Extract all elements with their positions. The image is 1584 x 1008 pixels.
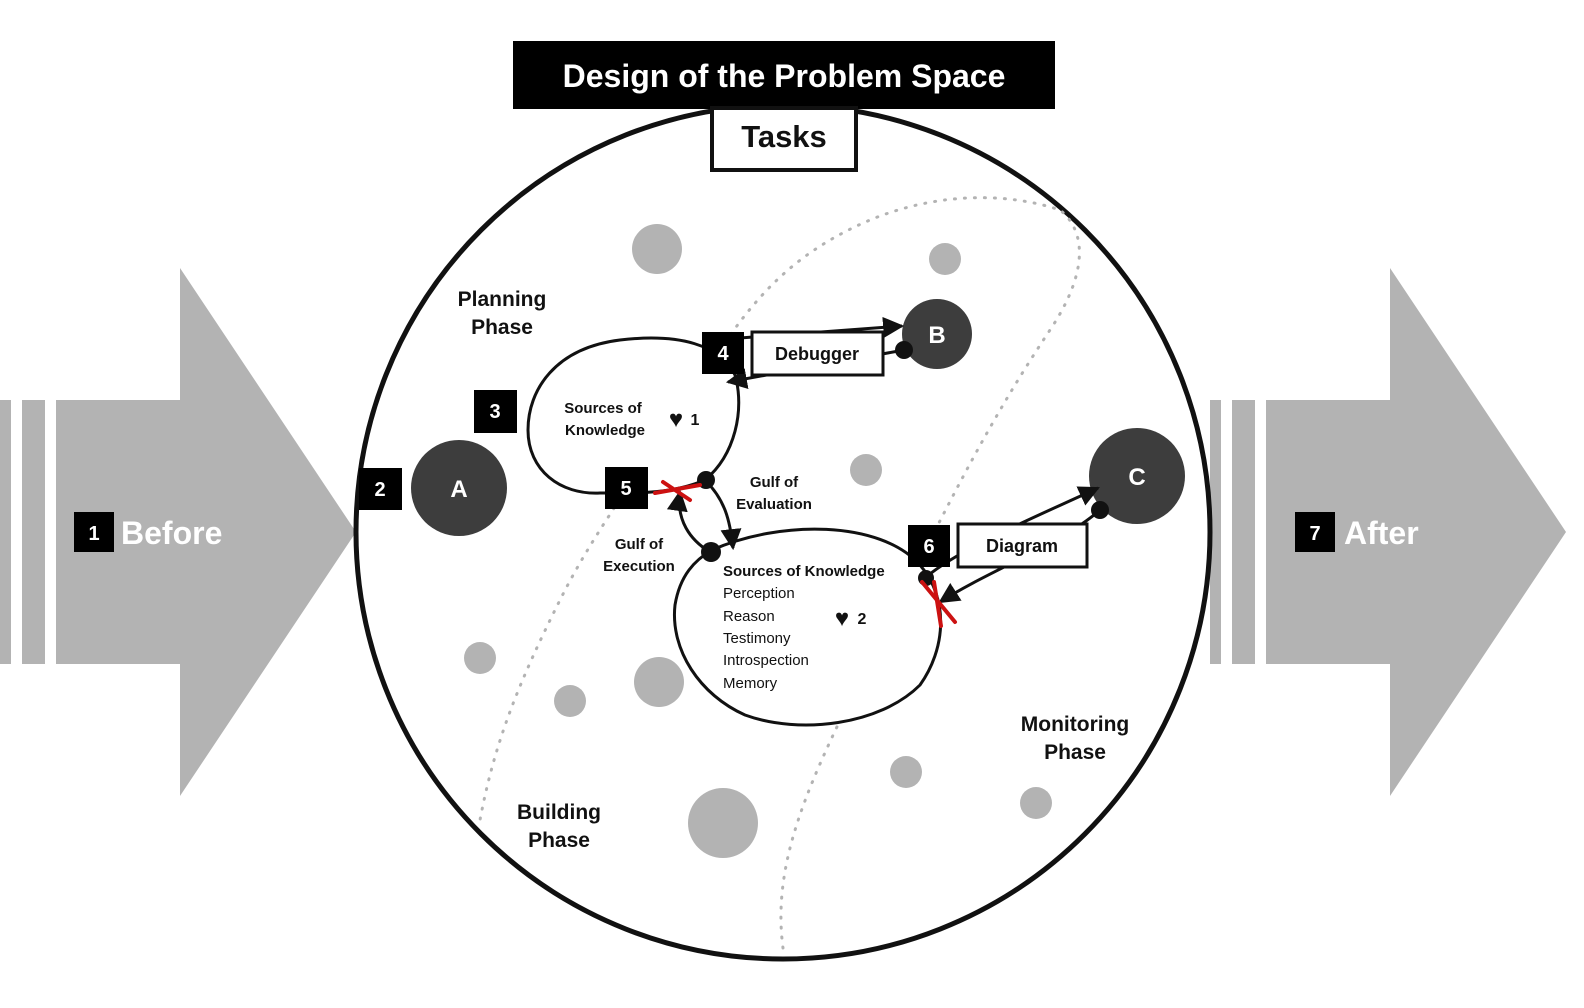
badge-4 bbox=[702, 332, 744, 374]
gulf-evaluation-line2: Evaluation bbox=[736, 496, 812, 513]
node-a-label: A bbox=[450, 476, 467, 503]
monitoring-phase-line1: Monitoring bbox=[1021, 713, 1129, 736]
title-banner bbox=[513, 41, 1055, 109]
node-a bbox=[411, 440, 507, 536]
before-label: Before bbox=[121, 515, 222, 551]
after-arrow bbox=[1210, 268, 1566, 796]
knowledge2-title: Sources of Knowledge bbox=[723, 563, 885, 580]
debugger-label: Debugger bbox=[775, 344, 859, 364]
knowledge-blob-2 bbox=[672, 527, 943, 727]
connector-dot bbox=[1091, 501, 1109, 519]
planning-phase-line2: Phase bbox=[471, 316, 533, 339]
diagram-label: Diagram bbox=[986, 536, 1058, 556]
decorative-dots bbox=[464, 224, 1052, 858]
knowledge2-count: 2 bbox=[858, 611, 867, 628]
badge-3 bbox=[474, 390, 517, 433]
break-mark-2 bbox=[920, 580, 957, 628]
before-number: 1 bbox=[88, 523, 99, 545]
gulf-execution-line2: Execution bbox=[603, 558, 675, 575]
heart-icon: ♥ bbox=[669, 406, 683, 433]
badge-2-number: 2 bbox=[374, 479, 385, 501]
tasks-label: Tasks bbox=[741, 119, 827, 154]
break-mark-1 bbox=[653, 480, 702, 502]
knowledge2-item: Memory bbox=[723, 675, 778, 692]
gulf-evaluation-line1: Gulf of bbox=[750, 474, 799, 491]
after-label: After bbox=[1344, 515, 1419, 551]
knowledge1-line2: Knowledge bbox=[565, 422, 645, 439]
debugger-tool bbox=[750, 330, 885, 377]
knowledge1-count: 1 bbox=[691, 412, 700, 429]
knowledge2-item: Perception bbox=[723, 585, 795, 602]
after-number: 7 bbox=[1309, 523, 1320, 545]
knowledge2-item: Reason bbox=[723, 608, 775, 625]
knowledge2-item: Testimony bbox=[723, 630, 791, 647]
badge-3-number: 3 bbox=[489, 401, 500, 423]
connector-dot bbox=[918, 570, 934, 586]
node-c-label: C bbox=[1128, 464, 1145, 491]
badge-6-number: 6 bbox=[923, 536, 934, 558]
connector-dot bbox=[895, 341, 913, 359]
gulf-execution-line1: Gulf of bbox=[615, 536, 664, 553]
node-b-label: B bbox=[928, 322, 945, 349]
building-phase-line2: Phase bbox=[528, 829, 590, 852]
heart-icon: ♥ bbox=[835, 605, 849, 632]
diagram-tool bbox=[956, 522, 1089, 569]
connector-dot bbox=[701, 542, 721, 562]
badge-5 bbox=[605, 467, 648, 509]
badge-4-number: 4 bbox=[717, 343, 729, 365]
badge-2 bbox=[359, 468, 402, 510]
before-arrow bbox=[0, 268, 356, 796]
knowledge1-line1: Sources of bbox=[564, 400, 643, 417]
node-c bbox=[1089, 428, 1185, 524]
page-title: Design of the Problem Space bbox=[563, 58, 1006, 94]
badge-5-number: 5 bbox=[620, 478, 631, 500]
before-number-badge bbox=[74, 512, 114, 552]
node-b bbox=[902, 299, 972, 369]
tasks-box bbox=[710, 106, 858, 172]
after-number-badge bbox=[1295, 512, 1335, 552]
monitoring-phase-line2: Phase bbox=[1044, 741, 1106, 764]
planning-phase-line1: Planning bbox=[458, 288, 547, 311]
building-phase-line1: Building bbox=[517, 801, 601, 824]
knowledge2-item: Introspection bbox=[723, 652, 809, 669]
badge-6 bbox=[908, 525, 950, 567]
